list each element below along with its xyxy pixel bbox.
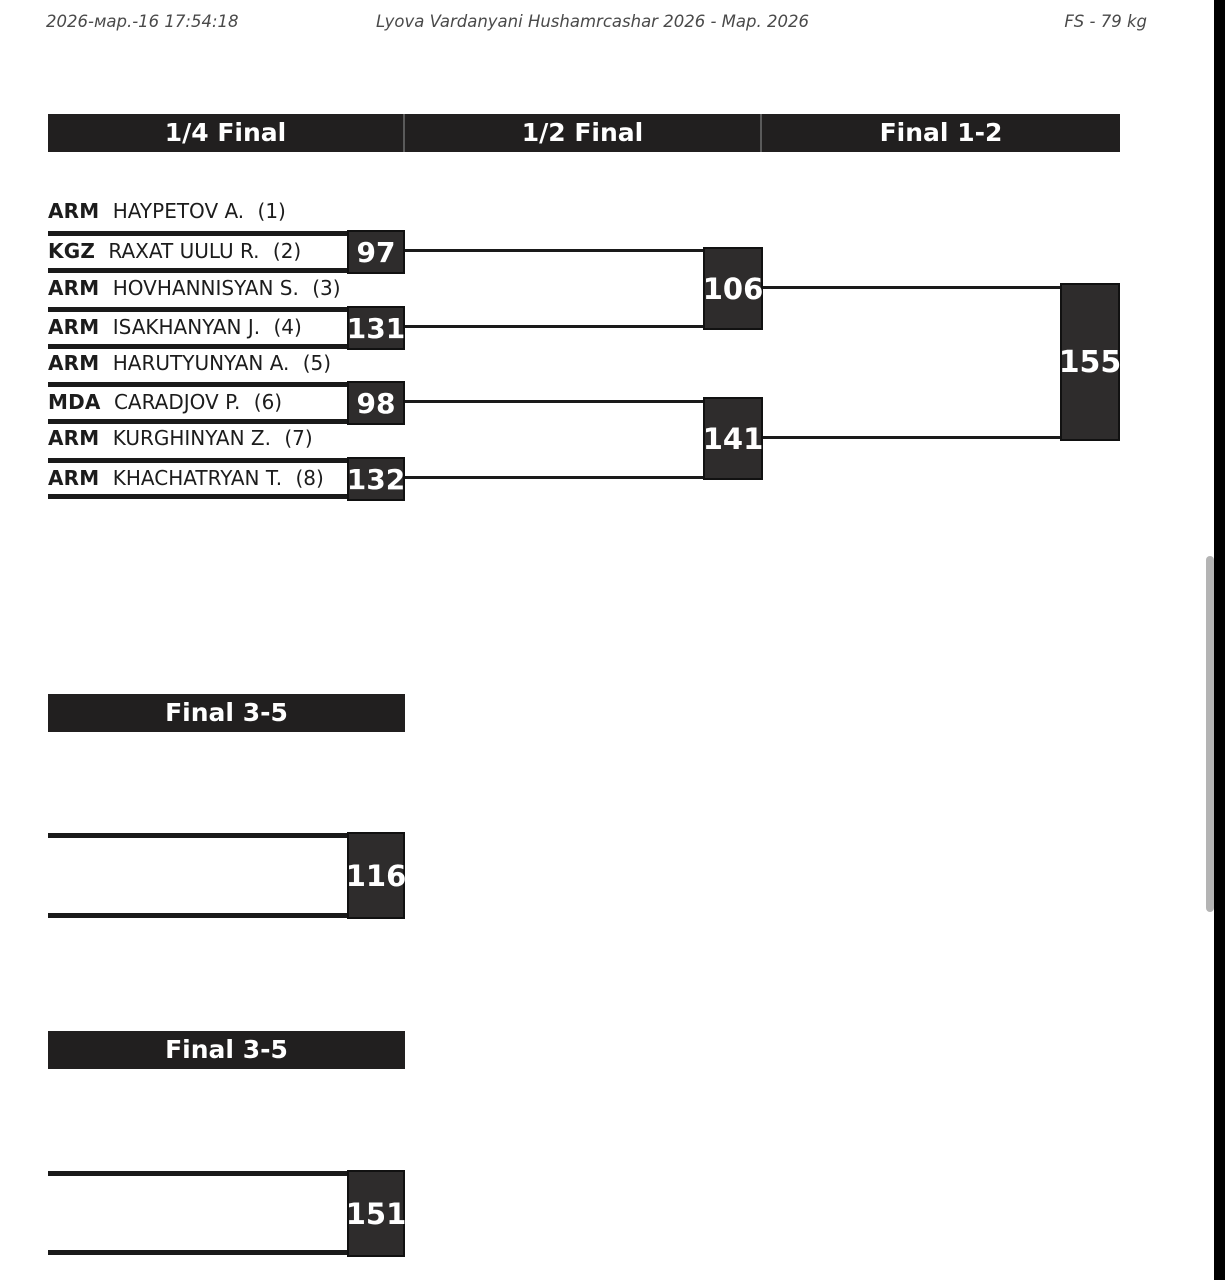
weight-class: FS - 79 kg (1064, 12, 1147, 31)
scrollbar-thumb[interactable] (1206, 556, 1214, 912)
competitor-country: ARM (48, 426, 100, 450)
competitor-country: MDA (48, 390, 101, 414)
classification-line-2-bottom (48, 1250, 351, 1255)
bracket-line-qf2-top (48, 307, 351, 312)
competitor-seed: (7) (284, 426, 313, 450)
competitor-country: ARM (48, 351, 100, 375)
bracket-line-qf3-top (48, 382, 351, 387)
bracket-line-qf4-bottom (48, 494, 351, 499)
round-header-final: Final 1-2 (762, 114, 1120, 152)
competitor-seed: (4) (273, 315, 302, 339)
competitor-country: KGZ (48, 239, 96, 263)
competitor-name: KHACHATRYAN T. (112, 466, 283, 490)
match-score-qf1[interactable]: 97 (347, 230, 405, 274)
competitor-2: KGZ RAXAT UULU R. (2) (48, 238, 301, 264)
match-score-classification-2[interactable]: 151 (346, 1170, 406, 1257)
match-score-sf2[interactable]: 141 (703, 397, 763, 480)
event-title: Lyova Vardanyani Hushamrcashar 2026 - Ма… (376, 12, 809, 31)
timestamp: 2026-мар.-16 17:54:18 (46, 12, 239, 31)
competitor-country: ARM (48, 315, 100, 339)
competitor-seed: (5) (302, 351, 332, 375)
classification-header-1: Final 3-5 (48, 694, 405, 732)
connector-sf1-to-final (763, 286, 1063, 289)
competitor-1: ARM HAYPETOV A. (1) (48, 198, 286, 224)
bracket-line-qf2-bottom (48, 344, 351, 349)
competitor-8: ARM KHACHATRYAN T. (8) (48, 465, 324, 491)
connector-qf4-to-sf2 (405, 476, 705, 479)
round-header-quarterfinal: 1/4 Final (48, 114, 405, 152)
match-score-classification-1[interactable]: 116 (346, 832, 406, 919)
competitor-country: ARM (48, 199, 100, 223)
bracket-line-qf3-bottom (48, 419, 351, 424)
bracket-line-qf4-top (48, 458, 351, 463)
bracket-line-qf1-bottom (48, 268, 351, 273)
competitor-name: HARUTYUNYAN A. (112, 351, 290, 375)
match-score-qf2[interactable]: 131 (347, 306, 405, 350)
competitor-4: ARM ISAKHANYAN J. (4) (48, 314, 302, 340)
document-header: 2026-мар.-16 17:54:18 Lyova Vardanyani H… (0, 12, 1185, 36)
bracket-line-qf1-top (48, 231, 351, 236)
competitor-name: KURGHINYAN Z. (112, 426, 271, 450)
match-score-qf3[interactable]: 98 (347, 381, 405, 425)
competitor-seed: (1) (257, 199, 286, 223)
competitor-seed: (6) (253, 390, 283, 414)
classification-line-1-top (48, 833, 351, 838)
match-score-final[interactable]: 155 (1059, 283, 1121, 441)
page-right-edge (1214, 0, 1225, 1280)
competitor-name: HAYPETOV A. (112, 199, 245, 223)
competitor-name: HOVHANNISYAN S. (112, 276, 299, 300)
competitor-3: ARM HOVHANNISYAN S. (3) (48, 275, 341, 301)
connector-qf1-to-sf1 (405, 249, 705, 252)
connector-qf2-to-sf1 (405, 325, 705, 328)
competitor-seed: (2) (272, 239, 302, 263)
competitor-name: ISAKHANYAN J. (112, 315, 261, 339)
classification-header-2: Final 3-5 (48, 1031, 405, 1069)
connector-sf2-to-final (763, 436, 1063, 439)
connector-qf3-to-sf2 (405, 400, 705, 403)
round-header-semifinal: 1/2 Final (405, 114, 762, 152)
competitor-6: MDA CARADJOV P. (6) (48, 389, 282, 415)
competitor-country: ARM (48, 276, 100, 300)
competitor-seed: (3) (312, 276, 341, 300)
match-score-qf4[interactable]: 132 (347, 457, 405, 501)
match-score-sf1[interactable]: 106 (703, 247, 763, 330)
classification-line-1-bottom (48, 913, 351, 918)
competitor-7: ARM KURGHINYAN Z. (7) (48, 425, 313, 451)
competitor-name: CARADJOV P. (113, 390, 241, 414)
classification-line-2-top (48, 1171, 351, 1176)
competitor-name: RAXAT UULU R. (108, 239, 260, 263)
competitor-seed: (8) (295, 466, 324, 490)
competitor-5: ARM HARUTYUNYAN A. (5) (48, 350, 331, 376)
competitor-country: ARM (48, 466, 100, 490)
